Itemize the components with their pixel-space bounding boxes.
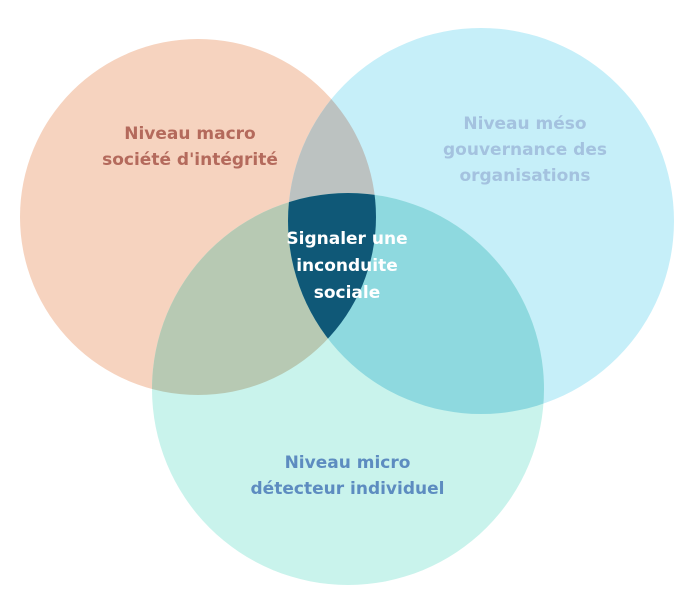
center-label: Signaler une inconduite sociale [268,226,426,307]
meso-level-label: Niveau méso gouvernance des organisation… [420,111,630,189]
center-label-line3: sociale [313,283,381,303]
meso-level-subtitle-line1: gouvernance des [443,140,607,160]
macro-level-subtitle: société d'intégrité [102,150,278,170]
macro-level-title: Niveau macro [124,124,256,144]
macro-level-label: Niveau macro société d'intégrité [70,121,310,173]
center-label-line1: Signaler une [286,229,408,249]
meso-level-subtitle-line2: organisations [459,166,591,186]
meso-level-title: Niveau méso [463,114,587,134]
micro-level-label: Niveau micro détecteur individuel [215,450,480,502]
micro-level-title: Niveau micro [284,453,411,473]
micro-level-subtitle: détecteur individuel [250,479,445,499]
center-label-line2: inconduite [296,256,398,276]
